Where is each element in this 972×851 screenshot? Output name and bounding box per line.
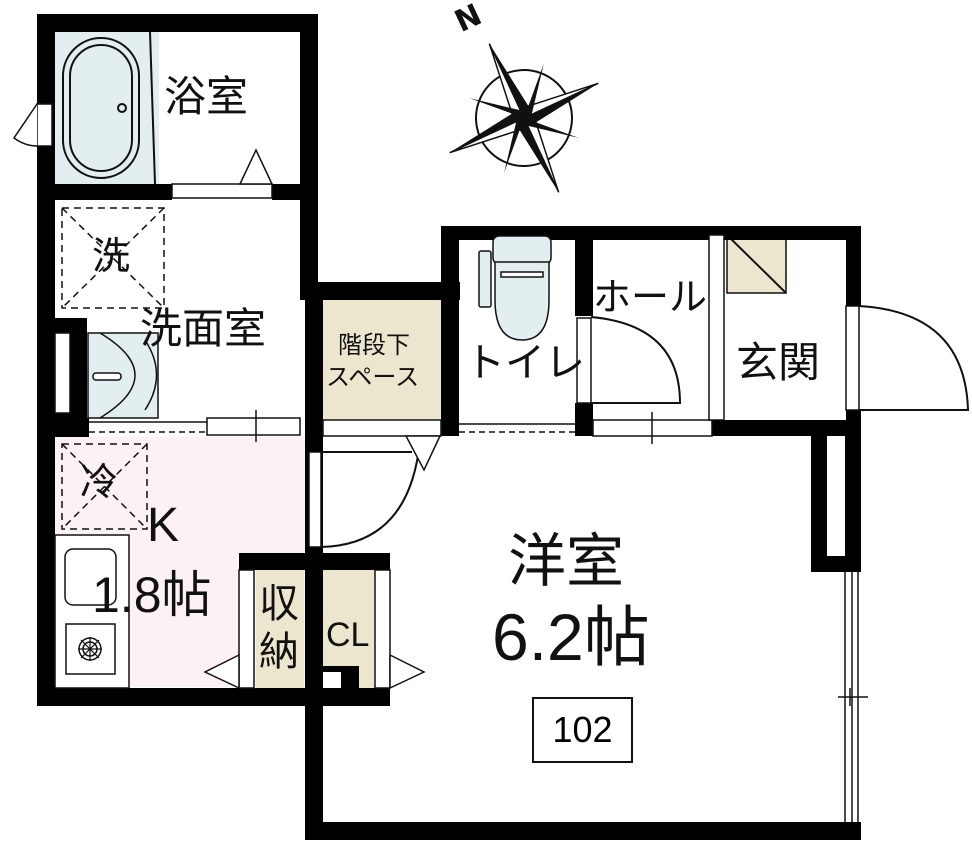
understair-floor (323, 300, 441, 420)
washer-mark: 洗 (92, 234, 131, 278)
storage-label-line1: 収 (259, 581, 299, 627)
bathroom-label: 浴室 (164, 72, 249, 121)
kitchen-label: K (147, 499, 180, 552)
entrance-door-swing (858, 305, 970, 411)
unit-number-badge: 102 (532, 697, 633, 763)
washer-space-icon (61, 207, 165, 309)
entrance-label: 玄関 (736, 338, 821, 387)
hall-label: ホール (593, 275, 708, 319)
storage-label-line2: 納 (259, 629, 299, 675)
western-room-size: 6.2帖 (492, 600, 650, 674)
closet-label: CL (326, 616, 370, 654)
hall-door-swing (590, 316, 682, 404)
toilet-label: トイレ (465, 340, 585, 386)
understair-label-line2: スペース (326, 363, 420, 391)
unit-number: 102 (552, 709, 613, 750)
storage-floor (256, 570, 304, 688)
fridge-space-icon (61, 443, 148, 530)
washroom-label: 洗面室 (140, 304, 267, 353)
western-room-label: 洋室 (508, 527, 625, 595)
kitchen-size: 1.8帖 (92, 567, 212, 623)
western-door-swing (320, 439, 421, 548)
bath-wet-area (55, 32, 159, 184)
fridge-mark: 冷 (80, 460, 119, 504)
compass-rose-icon (449, 43, 599, 193)
toilet-icon (478, 235, 552, 341)
wash-basin-icon (87, 332, 159, 419)
bathtub-icon (62, 31, 156, 185)
walls (37, 14, 861, 840)
kitchen-counter (54, 534, 130, 689)
understair-label-line1: 階段下 (338, 331, 410, 359)
